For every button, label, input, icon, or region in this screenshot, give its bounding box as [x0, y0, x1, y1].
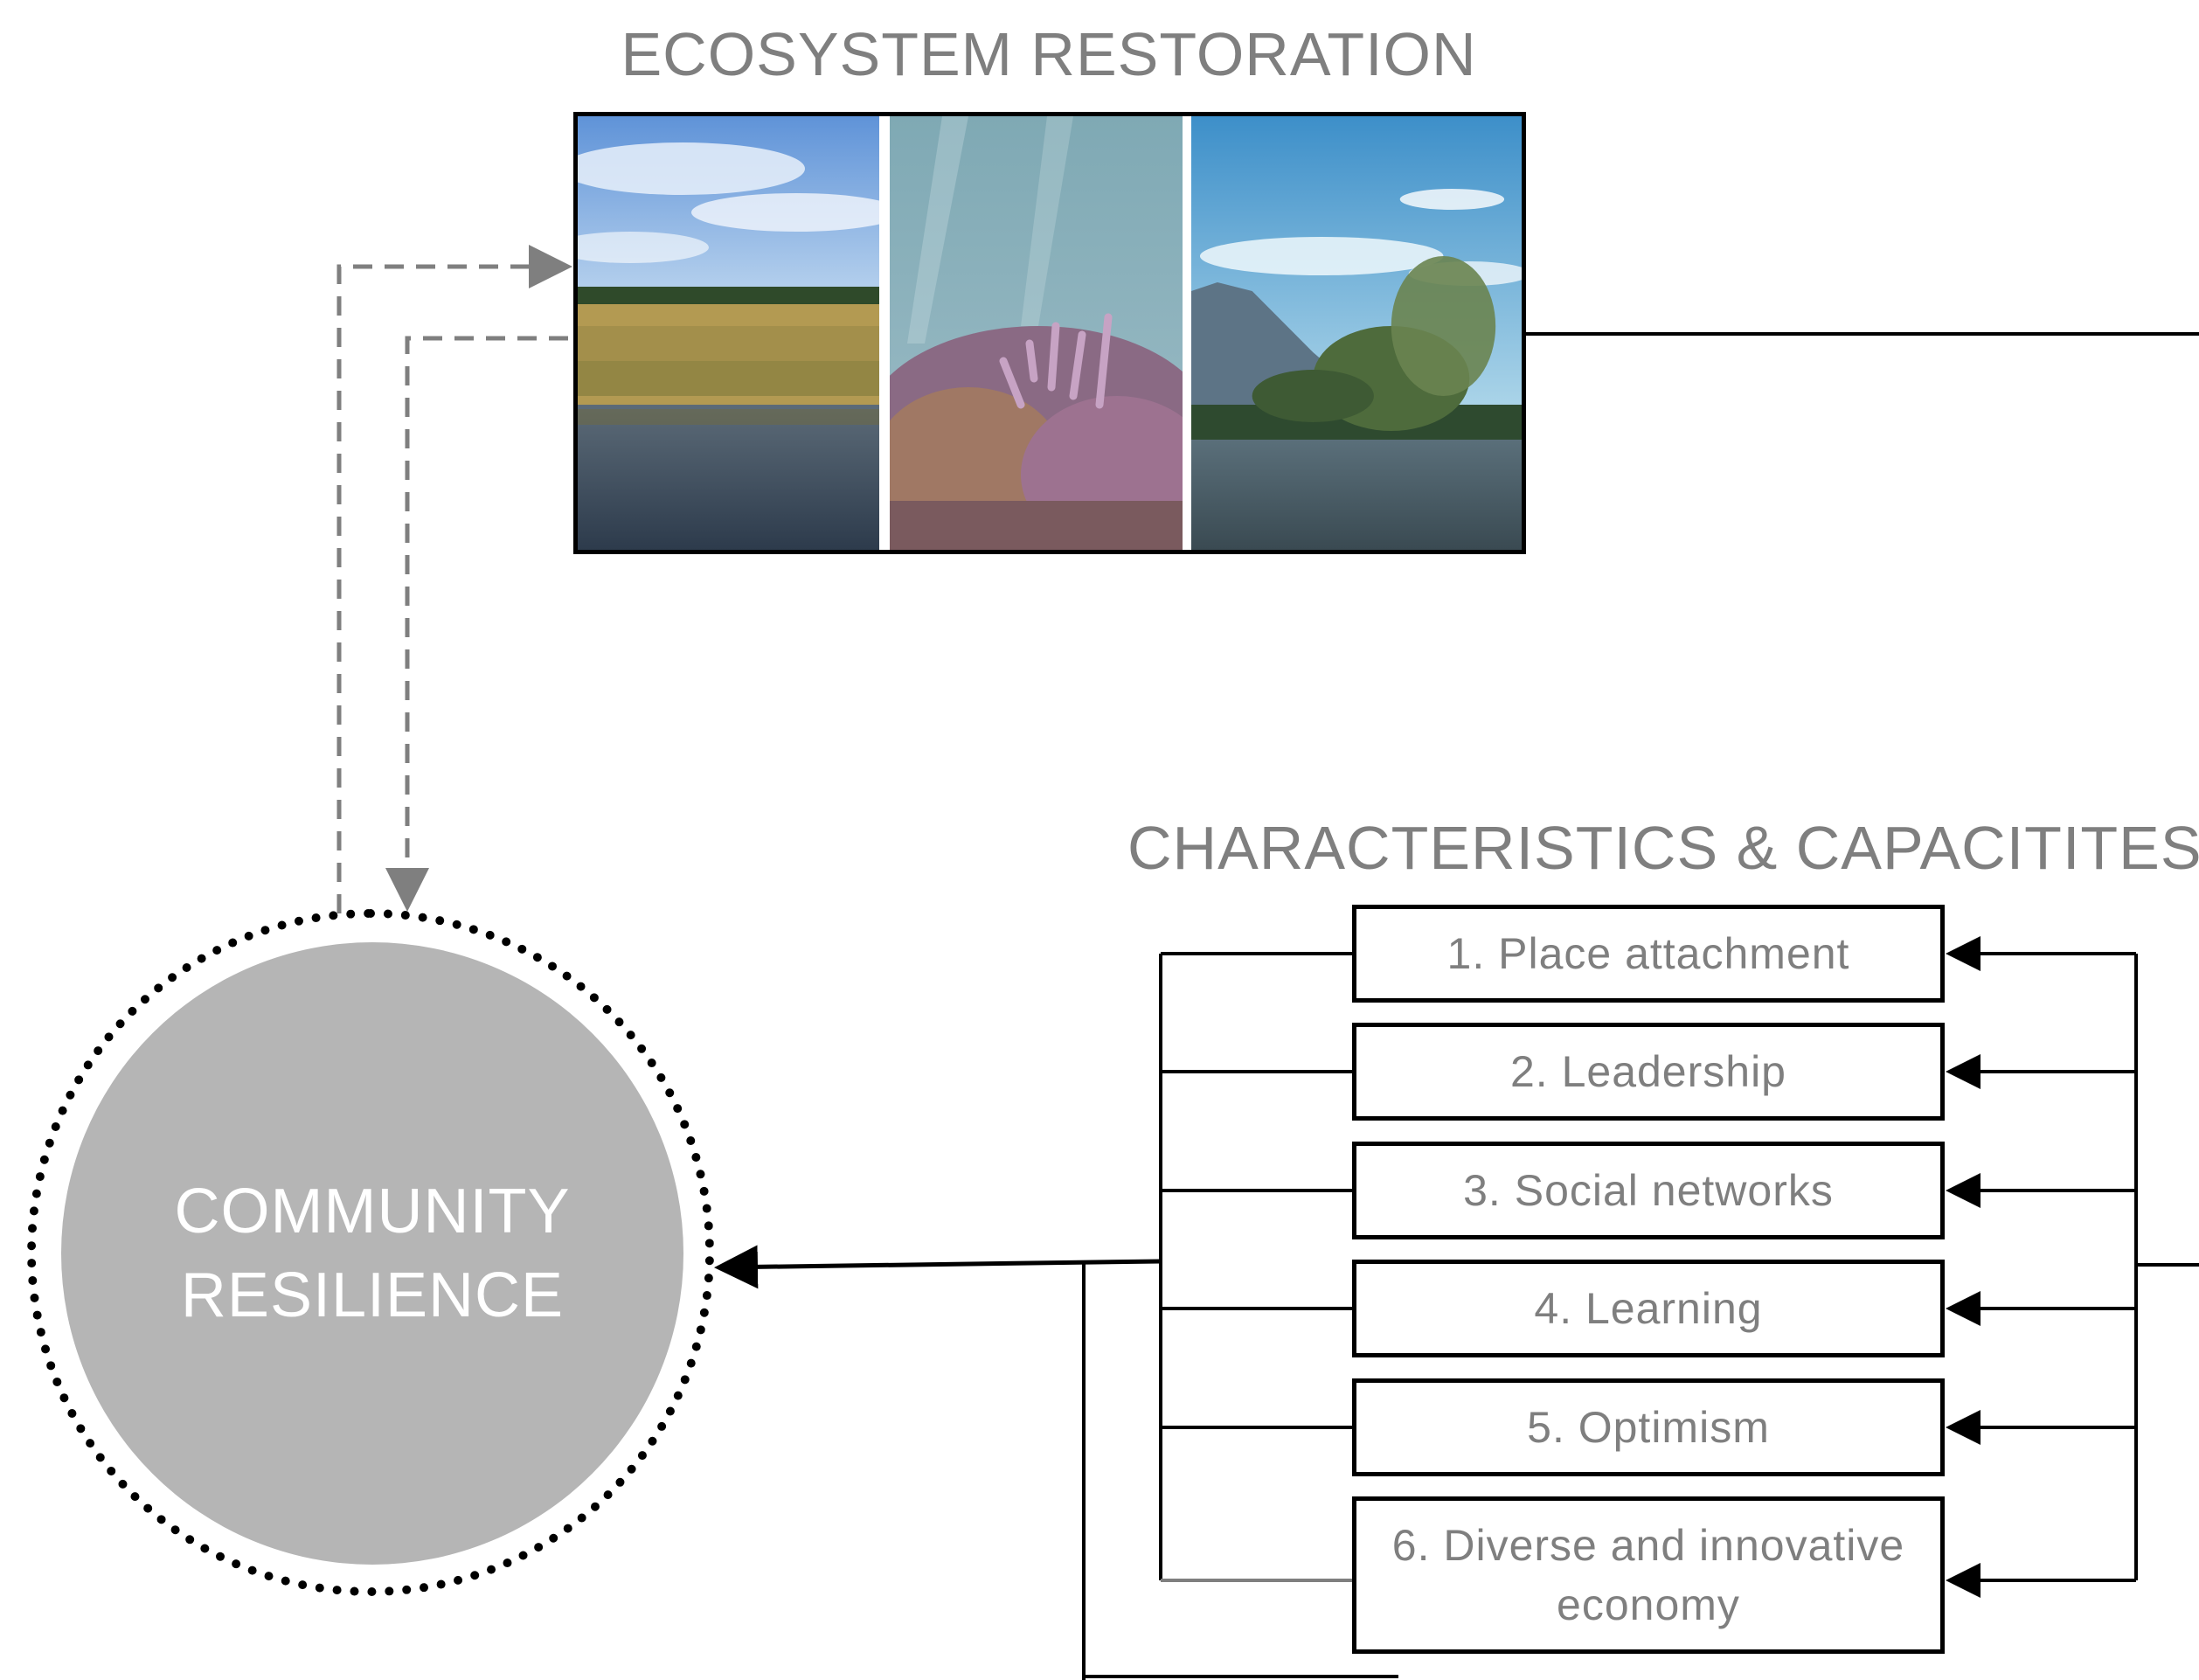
characteristics-capacities-title: CHARACTERISTICS & CAPACITITES [1127, 814, 2199, 882]
coral-reef-photo [890, 116, 1183, 550]
community-resilience-dotted-ring [27, 909, 714, 1596]
dashed-arrow-to-community [385, 336, 568, 912]
resilience-label: RESILIENCE [180, 1260, 565, 1330]
mangrove-photo [1191, 116, 1522, 550]
capacity-box-learning: 4. Learning [1352, 1260, 1945, 1357]
ecosystem-restoration-title: ECOSYSTEM RESTORATION [621, 20, 1477, 88]
salt-marsh-photo [578, 116, 879, 550]
capacity-box-place-attachment: 1. Place attachment [1352, 905, 1945, 1003]
community-resilience-node: COMMUNITY RESILIENCE [61, 942, 683, 1565]
capacity-box-diverse-economy: 6. Diverse and innovative economy [1352, 1496, 1945, 1654]
dashed-arrow-to-ecosystem [336, 245, 572, 913]
capacity-box-social-networks: 3. Social networks [1352, 1142, 1945, 1239]
community-label: COMMUNITY [174, 1177, 571, 1246]
capacity-box-optimism: 5. Optimism [1352, 1378, 1945, 1476]
ecosystem-photo-strip [573, 112, 1526, 554]
arrow-into-community-resilience [714, 1245, 1162, 1289]
capacity-box-leadership: 2. Leadership [1352, 1023, 1945, 1121]
